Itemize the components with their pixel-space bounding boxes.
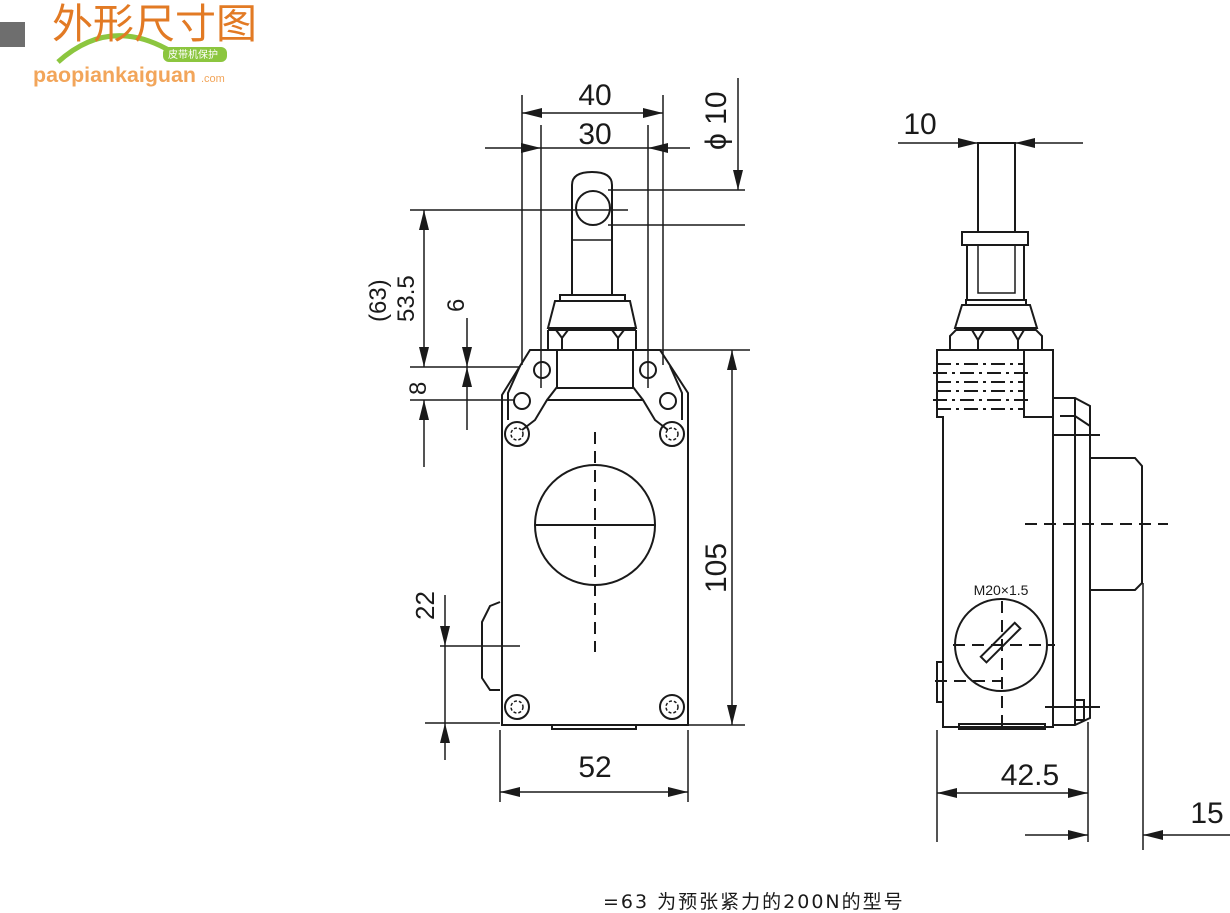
header-logo: 外形尺寸图 皮带机保护 paopiankaiguan .com — [0, 0, 257, 87]
logo-badge — [163, 47, 227, 62]
mounting-holes — [513, 361, 677, 410]
actuator-shaft — [571, 170, 613, 295]
page-title: 外形尺寸图 — [52, 0, 257, 48]
side-view: M20×1.5 10 42.5 15 — [898, 108, 1230, 850]
bottom-plate — [551, 724, 637, 730]
screws — [504, 421, 685, 720]
front-view: 40 30 ϕ 10 53.5 (63) 6 8 105 22 — [365, 78, 750, 802]
thread-label: M20×1.5 — [974, 582, 1029, 598]
dim-22: 22 — [410, 591, 440, 620]
roller — [575, 190, 611, 226]
dim-52: 52 — [578, 751, 611, 784]
dim-105: 105 — [700, 543, 733, 593]
side-body — [936, 349, 1054, 728]
knob — [1090, 457, 1143, 591]
boot — [546, 300, 638, 329]
dim-phi-10: ϕ 10 — [700, 91, 733, 150]
side-boot — [953, 304, 1039, 329]
slot — [979, 621, 1022, 664]
logo-arc — [56, 33, 174, 64]
dim-15: 15 — [1190, 797, 1223, 830]
hex-nut — [547, 329, 637, 350]
dim-63: (63) — [365, 279, 392, 322]
dim-40: 40 — [578, 79, 611, 112]
cover-plate — [1053, 397, 1091, 726]
thread-lines — [933, 363, 1028, 410]
dim-42-5: 42.5 — [1001, 759, 1059, 792]
dim-53-5: 53.5 — [393, 275, 420, 322]
dim-10: 10 — [903, 108, 936, 141]
side-shaft — [977, 142, 1016, 233]
dim-6: 6 — [443, 299, 470, 312]
logo-badge-text: 皮带机保护 — [168, 48, 218, 61]
dim-30: 30 — [578, 118, 611, 151]
section-marker — [0, 22, 25, 47]
footnote: =63 为预张紧力的200N的型号 — [603, 891, 905, 913]
logo-site-suffix: .com — [201, 73, 225, 85]
side-lug — [481, 601, 501, 691]
dim-8: 8 — [405, 382, 432, 395]
logo-site: paopiankaiguan — [33, 64, 196, 87]
